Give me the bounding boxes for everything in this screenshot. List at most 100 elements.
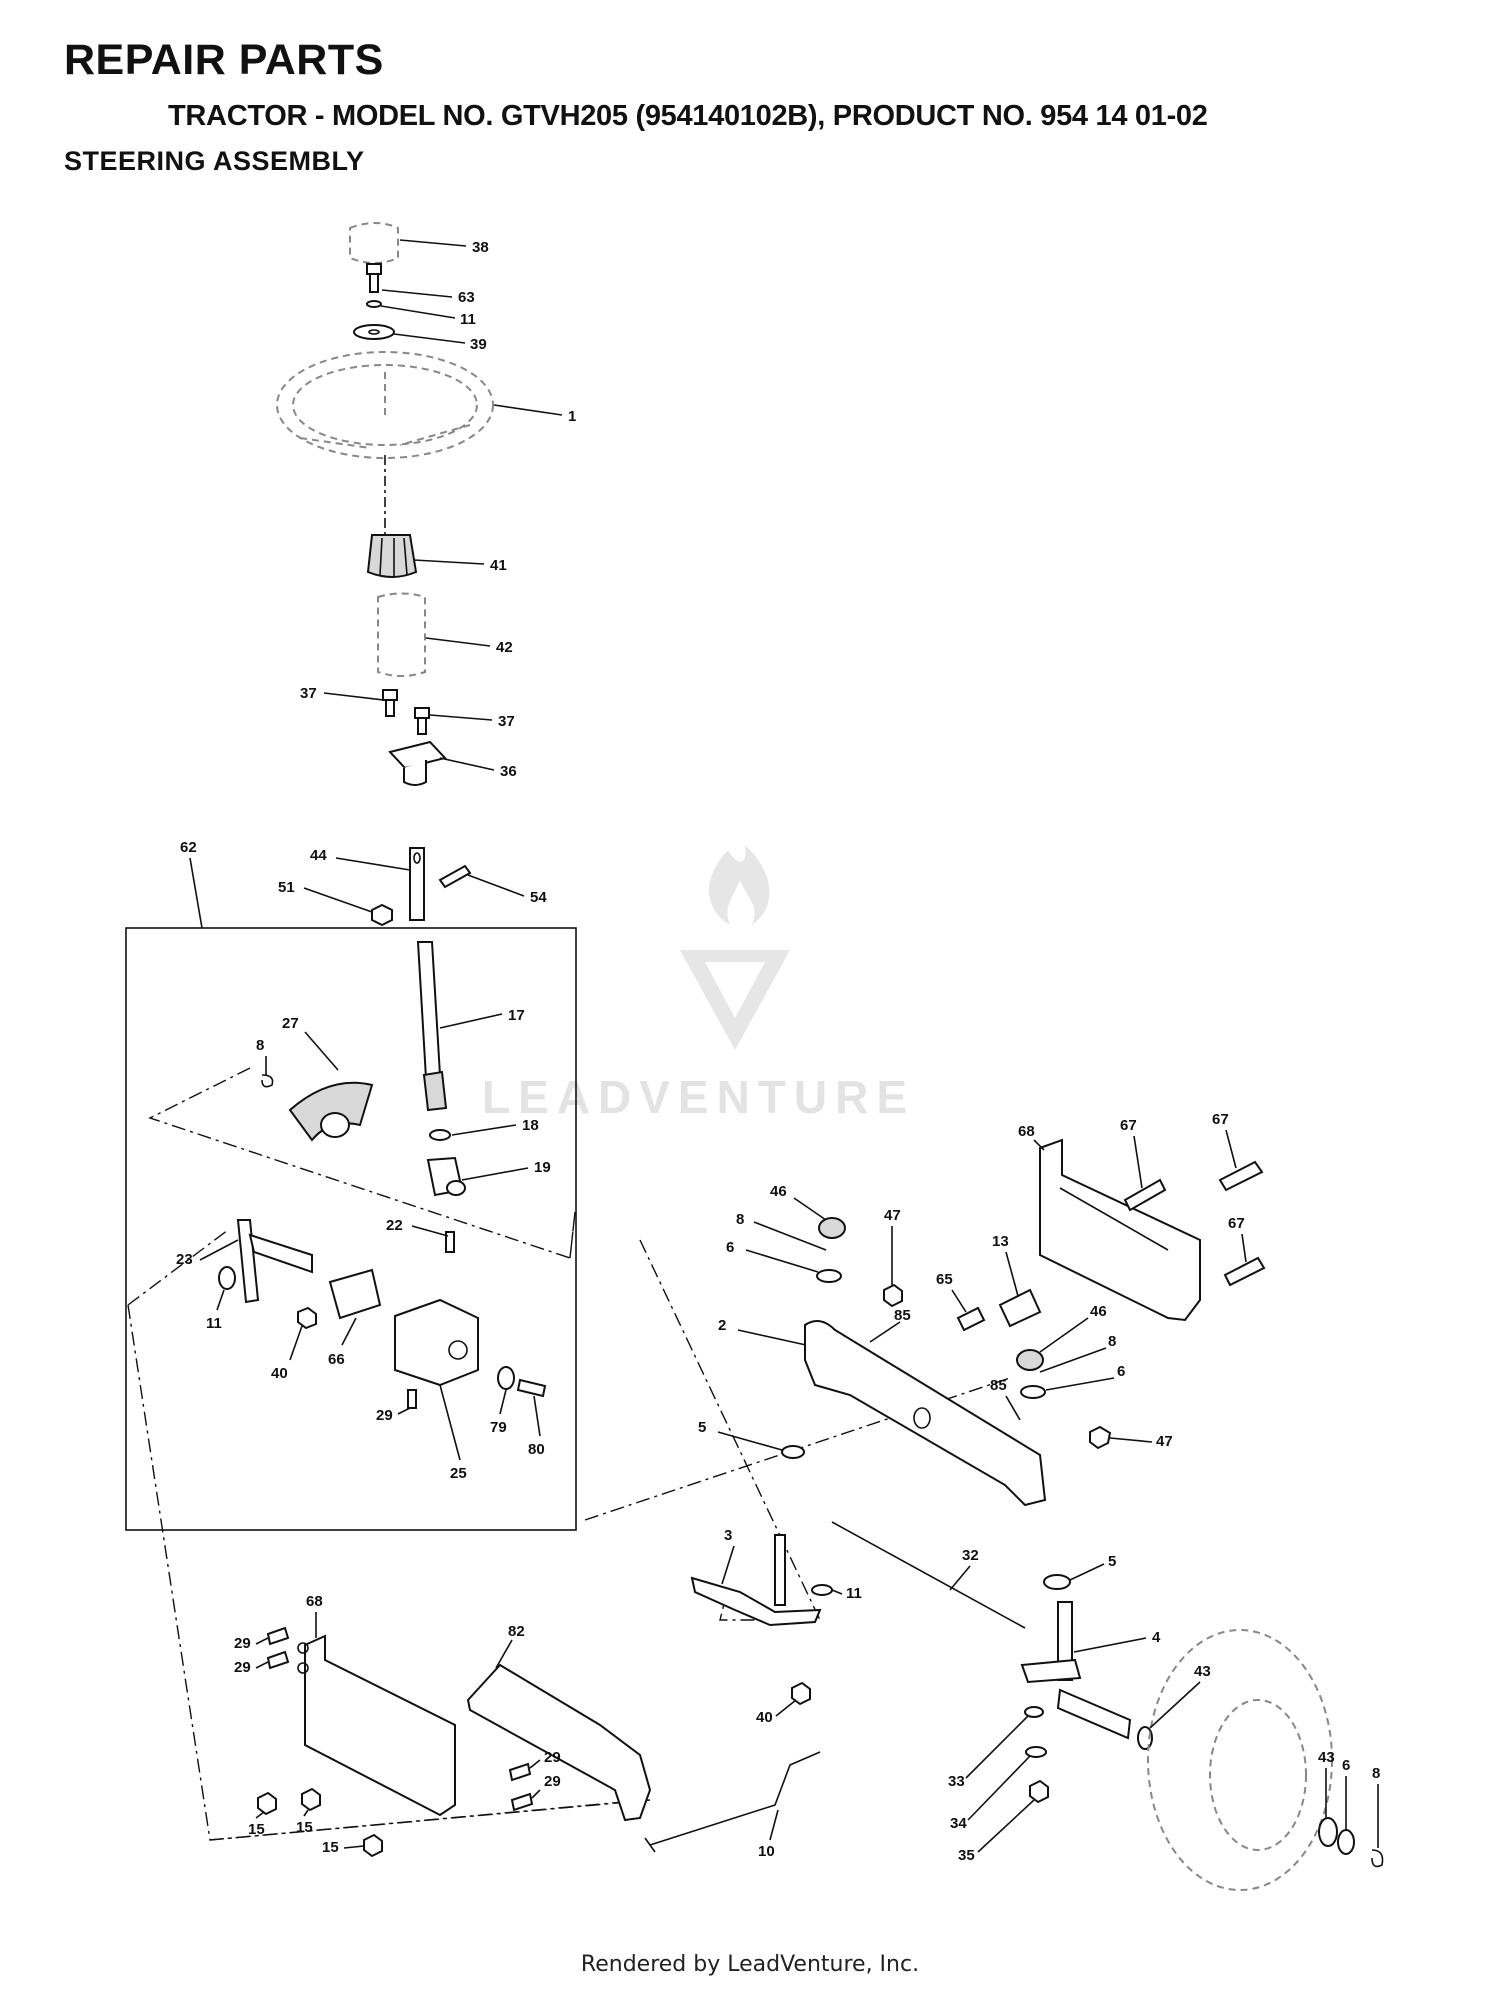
washer-33-part	[1024, 1706, 1044, 1718]
pin-65-part	[956, 1306, 986, 1332]
callout-label-43a: 43	[1194, 1663, 1211, 1680]
adapter-spline-1	[379, 537, 383, 576]
leader-line-46a	[793, 1197, 827, 1221]
callout-label-66: 66	[328, 1351, 345, 1368]
leader-line-11c	[831, 1589, 843, 1595]
leader-line-29a	[397, 1407, 411, 1415]
callout-label-6b: 6	[1117, 1363, 1125, 1380]
bolt-67c-part	[1223, 1256, 1266, 1287]
steering-pinion-17	[422, 1070, 448, 1112]
front-axle-2-part	[804, 1320, 1047, 1507]
leader-line-51	[303, 887, 373, 913]
bolt-37-left-shank	[385, 699, 395, 717]
callout-label-32: 32	[962, 1547, 979, 1564]
callout-label-39: 39	[470, 336, 487, 353]
callout-label-6a: 6	[726, 1239, 734, 1256]
leader-line-23	[199, 1239, 239, 1261]
screw-22-part	[445, 1231, 455, 1253]
subassembly-box-62	[125, 927, 577, 1531]
cap-46b-part	[1016, 1349, 1044, 1371]
linkage-outline	[127, 1067, 646, 1841]
callout-label-80: 80	[528, 1441, 545, 1458]
fitting-47a-part	[883, 1283, 903, 1308]
lock-washer-part	[366, 300, 382, 308]
leader-line-44	[335, 857, 411, 871]
steering-sleeve-part	[377, 592, 426, 677]
axle-pivot-hole	[913, 1407, 931, 1429]
callout-label-42: 42	[496, 639, 513, 656]
callout-label-5a: 5	[698, 1419, 706, 1436]
bolt-67a-part	[1123, 1178, 1167, 1212]
callout-label-15a: 15	[248, 1821, 265, 1838]
washer-79-part	[497, 1366, 515, 1390]
leader-line-5b	[1069, 1563, 1105, 1581]
leader-line-65	[951, 1289, 967, 1313]
cap-46a-part	[818, 1217, 846, 1239]
steering-wheel-spokes	[299, 372, 471, 449]
bolt-80-part	[516, 1378, 547, 1398]
callout-label-67a: 67	[1120, 1117, 1137, 1134]
callout-label-43b: 43	[1318, 1749, 1335, 1766]
nut-35-part	[1029, 1779, 1049, 1804]
callout-label-17: 17	[508, 1007, 525, 1024]
callout-label-27: 27	[282, 1015, 299, 1032]
callout-label-4: 4	[1152, 1629, 1161, 1646]
steering-wheel-inner	[292, 364, 478, 446]
front-wheel-rim	[1209, 1699, 1307, 1851]
leader-line-34	[967, 1755, 1031, 1821]
steering-rod-10-end	[644, 1837, 656, 1853]
block-19-hole	[446, 1180, 466, 1196]
callout-label-40b: 40	[756, 1709, 773, 1726]
footer-credit: Rendered by LeadVenture, Inc.	[580, 1952, 920, 1977]
washer-5b-part	[1043, 1574, 1071, 1590]
callout-label-38: 38	[472, 239, 489, 256]
leader-line-35	[977, 1799, 1035, 1853]
callout-label-11a: 11	[460, 311, 476, 328]
bolt-29d-part	[508, 1762, 532, 1782]
leader-line-6a	[745, 1249, 819, 1273]
spindle-3-post	[774, 1534, 786, 1606]
steering-shaft-part	[409, 847, 425, 921]
steering-bolt-part	[366, 263, 382, 275]
leader-line-22	[411, 1225, 449, 1237]
leader-line-6b	[1045, 1377, 1115, 1391]
callout-label-40a: 40	[271, 1365, 288, 1382]
callout-label-11b: 11	[206, 1315, 222, 1332]
leader-line-29d	[529, 1759, 541, 1769]
front-axle-parts	[257, 1138, 1384, 1891]
bolt-67b-part	[1218, 1160, 1264, 1192]
leader-line-40b	[775, 1699, 797, 1717]
nut-51-part	[371, 903, 393, 927]
fitting-47b-part	[1089, 1425, 1112, 1450]
callout-label-1: 1	[568, 408, 576, 425]
leader-line-67c	[1241, 1233, 1247, 1263]
leader-line-66	[341, 1317, 357, 1346]
flat-washer-part	[353, 324, 395, 340]
leader-line-85a	[869, 1321, 901, 1343]
callout-label-19: 19	[534, 1159, 551, 1176]
bushing-13-part	[998, 1288, 1042, 1328]
leader-line-40a	[289, 1325, 303, 1361]
callout-label-6c: 6	[1342, 1757, 1350, 1774]
callout-label-2: 2	[718, 1317, 726, 1334]
callout-label-82: 82	[508, 1623, 525, 1640]
steering-bolt-shank	[369, 273, 379, 293]
callout-label-15b: 15	[296, 1819, 313, 1836]
leader-line-43a	[1149, 1681, 1201, 1729]
callout-label-36: 36	[500, 763, 517, 780]
bolt-54-part	[438, 864, 472, 889]
leader-line-79	[499, 1389, 507, 1415]
leader-line-85b	[1005, 1395, 1021, 1421]
callout-label-46a: 46	[770, 1183, 787, 1200]
callout-label-54: 54	[530, 889, 547, 906]
leader-line-11a	[380, 305, 456, 319]
leader-line-41	[413, 559, 485, 565]
leader-line-46b	[1039, 1317, 1089, 1353]
callout-label-8a: 8	[256, 1037, 264, 1054]
drag-link-32-part	[831, 1521, 1026, 1629]
bushing-66-part	[328, 1268, 382, 1320]
leader-line-29c	[255, 1661, 269, 1669]
leader-line-68a	[1033, 1139, 1045, 1151]
leader-line-8b	[753, 1221, 827, 1251]
